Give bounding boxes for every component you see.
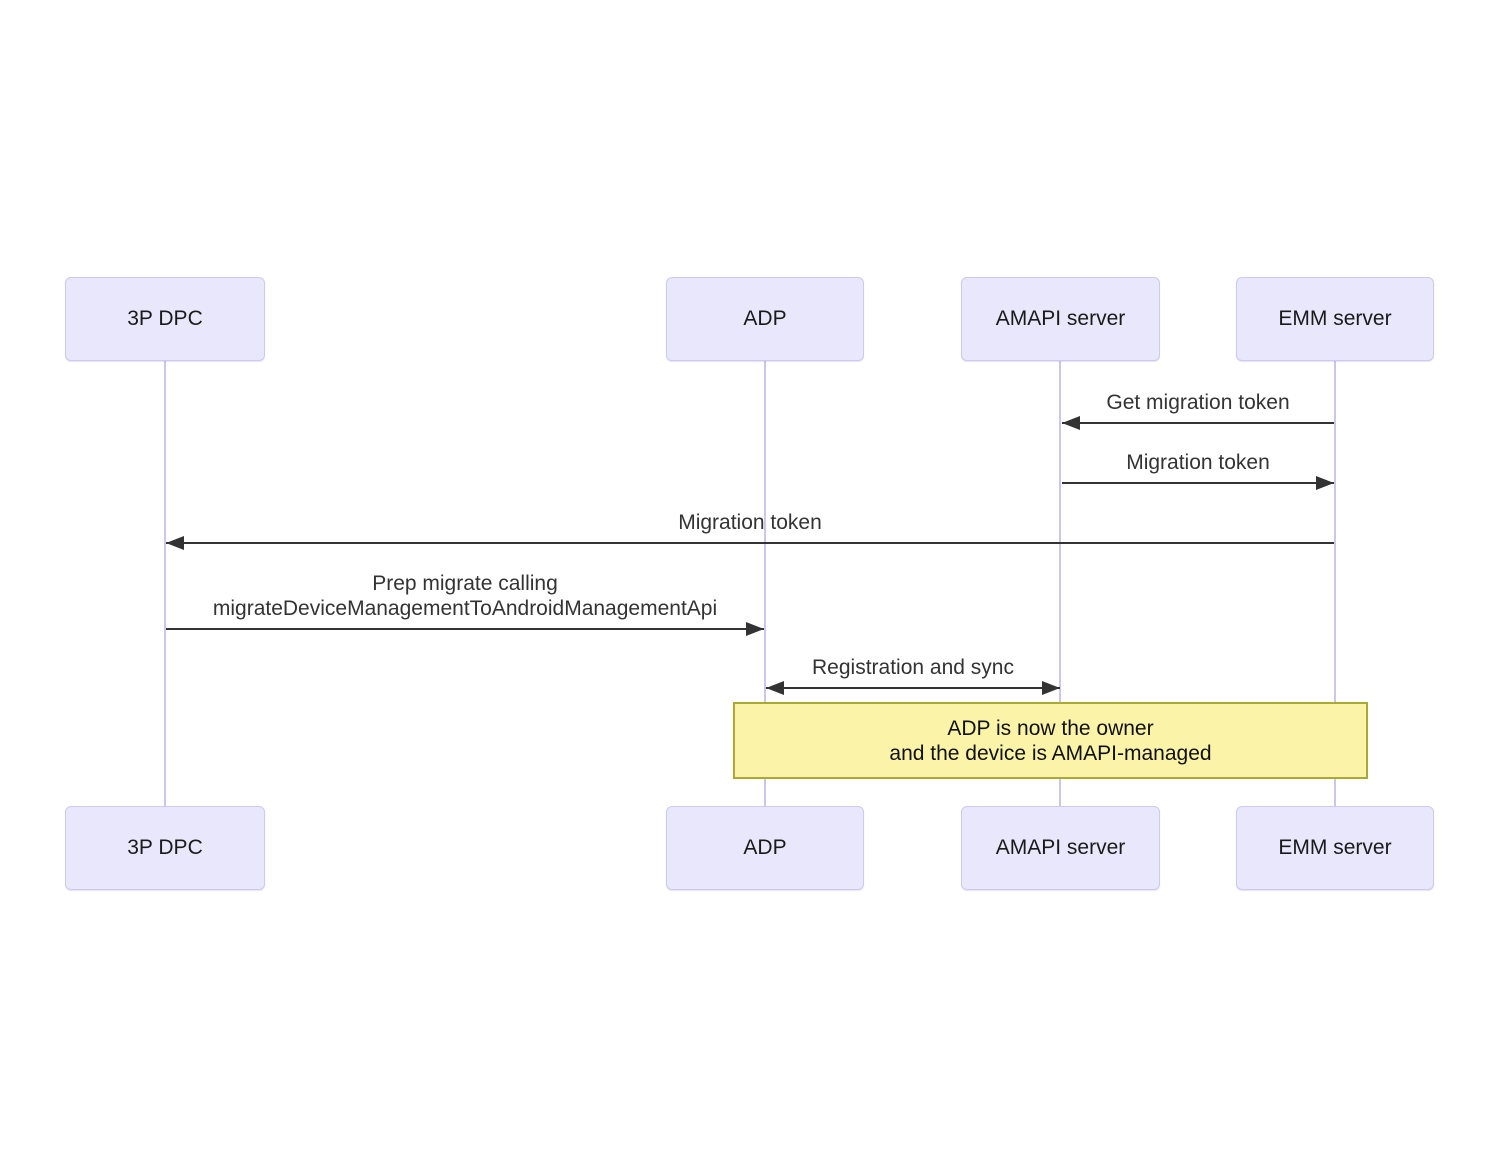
- actor-amapi-server-top: AMAPI server: [961, 277, 1160, 361]
- arrowhead-right-icon: [1042, 681, 1060, 695]
- arrowhead-left-icon: [166, 536, 184, 550]
- message-label-get-migration-token: Get migration token: [1106, 391, 1290, 414]
- note-adp-owner: ADP is now the owner and the device is A…: [733, 702, 1368, 779]
- message-line: [1062, 416, 1334, 430]
- arrowhead-right-icon: [746, 622, 764, 636]
- actor-emm-server-top: EMM server: [1236, 277, 1434, 361]
- message-label-prep-migrate: Prep migrate calling migrateDeviceManage…: [212, 572, 718, 620]
- message-label-registration-and-sync: Registration and sync: [812, 656, 1014, 679]
- lifeline-amapi-server: [1059, 361, 1061, 806]
- message-line: [766, 681, 1060, 695]
- arrowhead-right-icon: [1316, 476, 1334, 490]
- actor-3p-dpc-top: 3P DPC: [65, 277, 265, 361]
- lifeline-3p-dpc: [164, 361, 166, 806]
- actor-emm-server-bottom: EMM server: [1236, 806, 1434, 890]
- arrowhead-left-icon: [1062, 416, 1080, 430]
- note-text: ADP is now the owner and the device is A…: [889, 716, 1212, 765]
- actor-3p-dpc-bottom: 3P DPC: [65, 806, 265, 890]
- arrowhead-left-icon: [766, 681, 784, 695]
- message-line: [166, 622, 764, 636]
- message-label-migration-token: Migration token: [1126, 451, 1270, 474]
- lifeline-adp: [764, 361, 766, 806]
- message-label-migration-token-to-dpc: Migration token: [678, 511, 822, 534]
- actor-adp-bottom: ADP: [666, 806, 864, 890]
- actor-amapi-server-bottom: AMAPI server: [961, 806, 1160, 890]
- message-line: [166, 536, 1334, 550]
- lifeline-emm-server: [1334, 361, 1336, 806]
- actor-adp-top: ADP: [666, 277, 864, 361]
- message-line: [1062, 476, 1334, 490]
